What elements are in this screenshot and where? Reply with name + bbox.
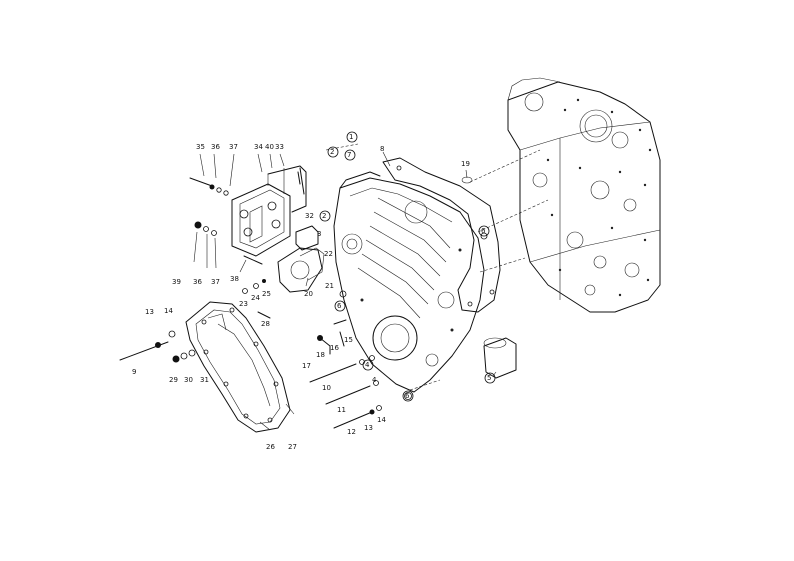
- leader-lines: [193, 151, 497, 431]
- oil-filter-head: [231, 165, 307, 257]
- timing-cover-gasket: [382, 157, 501, 313]
- part-label-l23: 23: [239, 300, 248, 308]
- part-label-l6a: 6: [337, 302, 342, 310]
- part-label-l19: 19: [461, 160, 470, 168]
- part-label-l3: 3: [317, 230, 321, 238]
- gear-housing: [333, 171, 485, 393]
- part-label-l1: 1: [349, 133, 353, 141]
- part-label-l28: 28: [261, 320, 270, 328]
- part-label-l9: 9: [132, 368, 136, 376]
- part-label-l14a: 14: [164, 307, 173, 315]
- part-label-l22: 22: [324, 250, 333, 258]
- part-label-l21: 21: [325, 282, 334, 290]
- part-label-l38: 38: [230, 275, 239, 283]
- assembly-guides: [325, 143, 549, 391]
- part-label-l30: 30: [184, 376, 193, 384]
- part-label-l35a: 35: [196, 143, 205, 151]
- part-label-l32: 32: [305, 212, 314, 220]
- front-cover: [185, 301, 291, 433]
- part-label-l18: 18: [316, 351, 325, 359]
- part-label-l5: 5: [487, 374, 491, 382]
- part-label-l36b: 36: [193, 278, 202, 286]
- part-label-l10: 10: [322, 384, 331, 392]
- hardware-parts: [119, 176, 488, 429]
- part-label-l26: 26: [266, 443, 275, 451]
- part-label-l25: 25: [262, 290, 271, 298]
- part-label-l37b: 37: [211, 278, 220, 286]
- part-label-l16: 16: [330, 344, 339, 352]
- part-label-l2: 2: [330, 148, 334, 156]
- part-label-l31: 31: [200, 376, 209, 384]
- part-label-l4a: 4: [365, 361, 370, 369]
- part-label-l8: 8: [380, 145, 384, 153]
- part-label-l39: 39: [172, 278, 181, 286]
- part-label-l12: 12: [347, 428, 356, 436]
- part-label-l37a: 37: [229, 143, 238, 151]
- part-label-l24: 24: [251, 294, 260, 302]
- engine-block: [507, 77, 661, 313]
- thermostat: [483, 337, 517, 379]
- part-label-l33: 33: [275, 143, 284, 151]
- part-label-l2b: 2: [322, 212, 326, 220]
- part-label-l13a: 13: [145, 308, 154, 316]
- part-label-l27: 27: [288, 443, 297, 451]
- part-label-l11: 11: [337, 406, 346, 414]
- part-label-l4b: 4: [372, 376, 377, 384]
- part-label-l20: 20: [304, 290, 313, 298]
- part-label-l36a: 36: [211, 143, 220, 151]
- part-label-markers: [319, 131, 496, 402]
- part-label-l15: 15: [344, 336, 353, 344]
- part-label-l40: 40: [265, 143, 274, 151]
- part-label-l14b: 14: [377, 416, 386, 424]
- part-label-l29: 29: [169, 376, 178, 384]
- part-label-l6b: 6: [405, 392, 410, 400]
- part-label-l6c: 6: [481, 227, 486, 235]
- part-label-l34: 34: [254, 143, 263, 151]
- part-label-l13b: 13: [364, 424, 373, 432]
- part-label-l7: 7: [347, 151, 351, 159]
- part-label-l17: 17: [302, 362, 311, 370]
